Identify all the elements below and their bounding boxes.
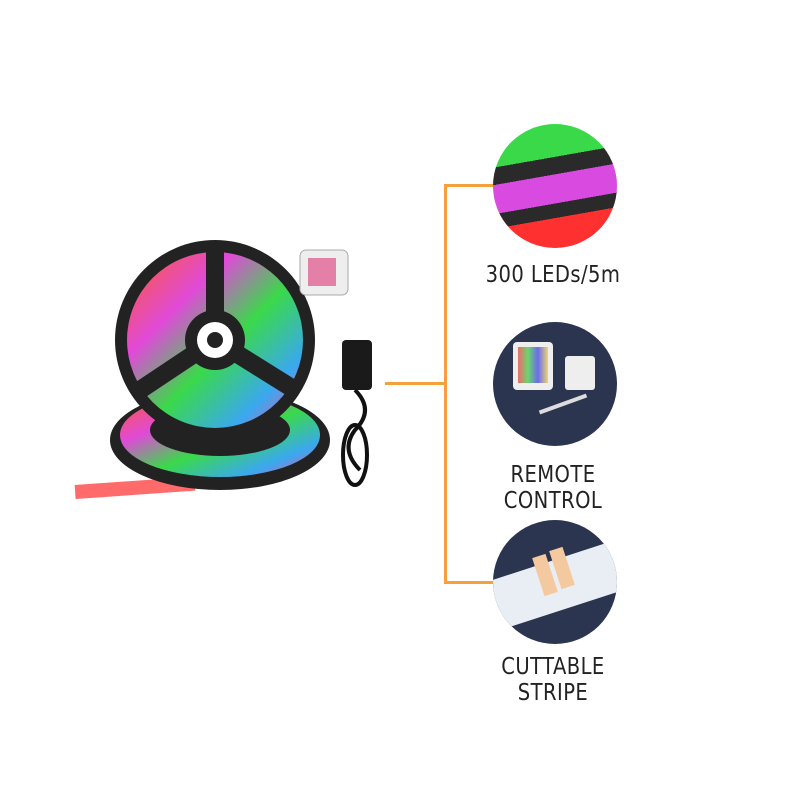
connector-1 [444, 184, 496, 187]
feature-label-cuttable: CUTTABLE STRIPE [501, 654, 605, 706]
connector-3 [444, 581, 496, 584]
connector-vertical [444, 184, 447, 584]
cut-strip-closeup-icon [493, 520, 617, 644]
remote-controller-icon [493, 322, 617, 446]
feature-label-leds: 300 LEDs/5m [485, 262, 621, 288]
feature-label-remote: REMOTE CONTROL [503, 462, 603, 514]
connector-main [385, 382, 447, 385]
led-strip-product-image [74, 240, 372, 499]
led-reel-closeup-icon [493, 124, 617, 248]
